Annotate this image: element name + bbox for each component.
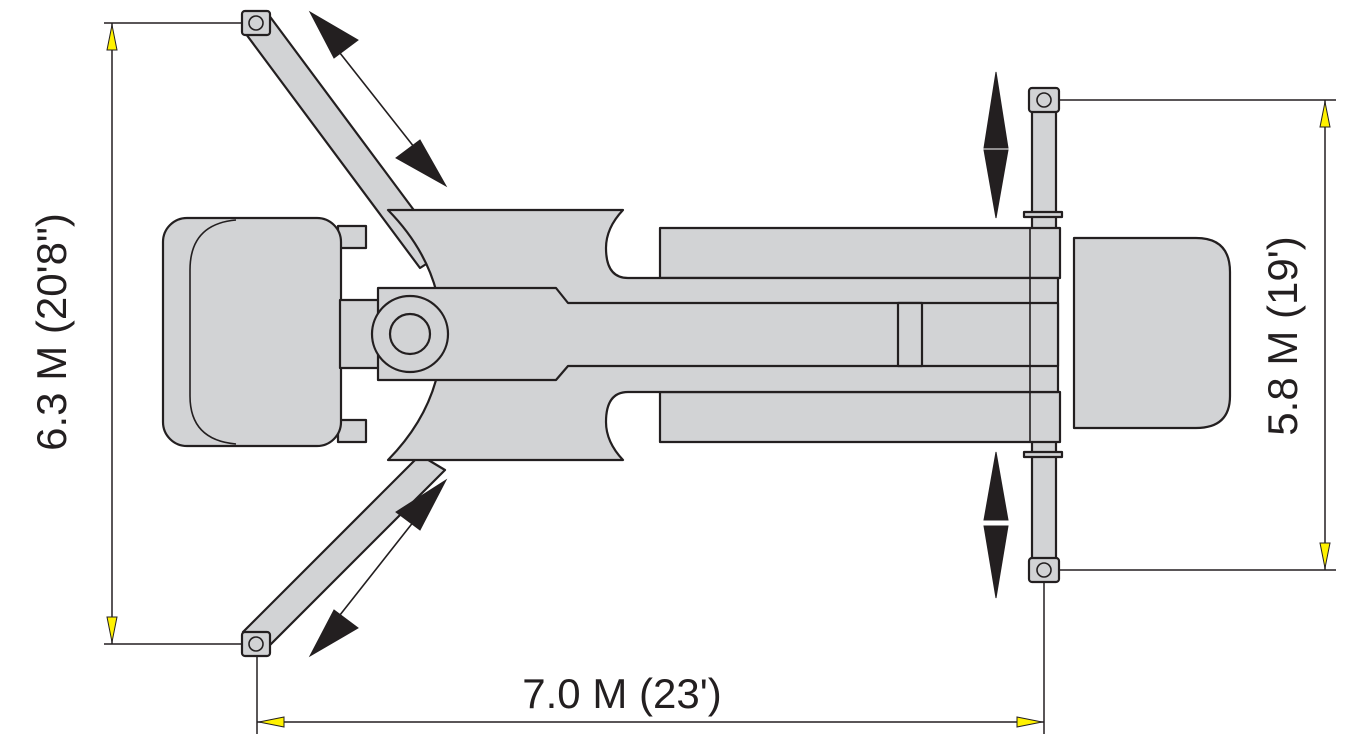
dimension-right-height: 5.8 M (19') [1058,99,1336,571]
rear-counterweight [1072,236,1232,430]
track-frame-upper [658,226,1062,280]
extension-arrow-lower-outrigger [308,478,448,658]
dimension-bottom-length: 7.0 M (23') [256,582,1045,734]
dimension-left-height: 6.3 M (20'8") [28,22,243,645]
dimension-label-left-height: 6.3 M (20'8") [28,213,75,451]
extension-arrow-upper-outrigger [308,10,448,188]
extension-arrow-lower-rear [983,451,1009,599]
dimension-label-right-height: 5.8 M (19') [1259,236,1306,435]
dimension-label-bottom-length: 7.0 M (23') [522,670,721,717]
track-frame-lower [658,390,1062,444]
turntable-pivot [370,294,450,374]
extension-arrow-upper-rear [983,71,1009,219]
front-outrigger-upper [240,9,447,270]
front-cab [161,216,368,448]
